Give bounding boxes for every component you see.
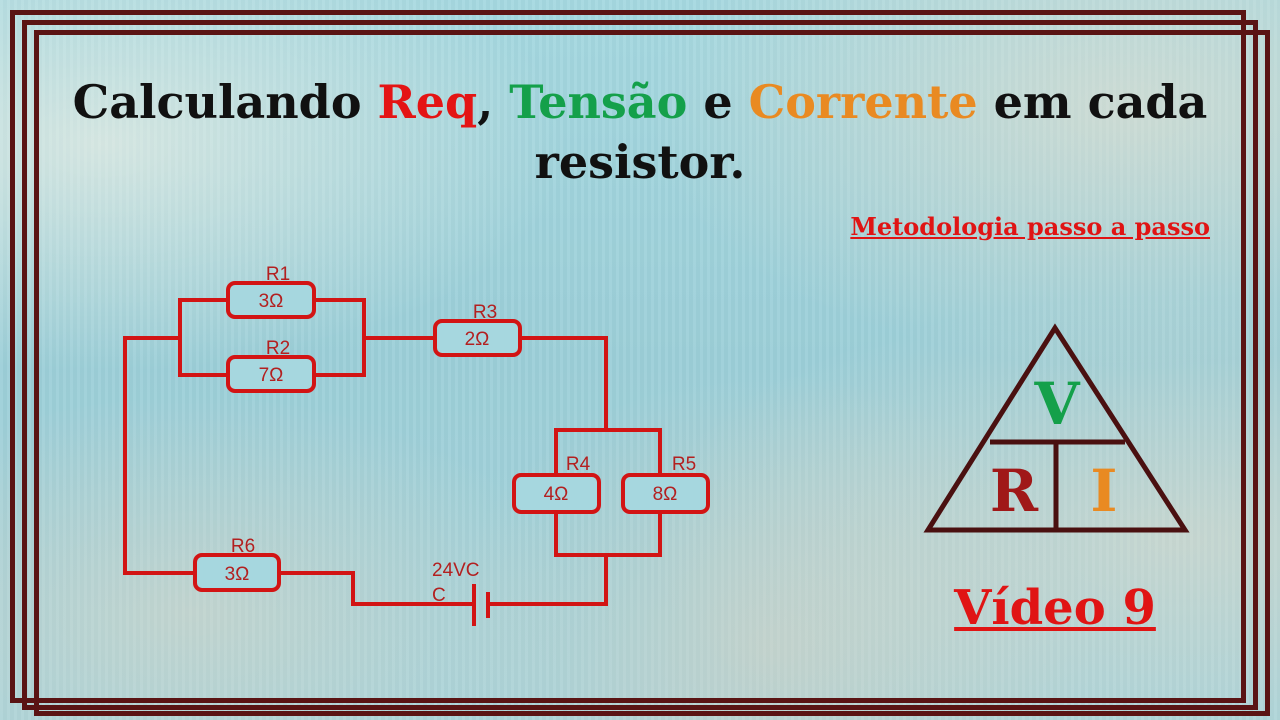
resistor-r4-body	[512, 473, 601, 514]
r2-name: R2	[266, 338, 290, 359]
title-e: e	[687, 75, 749, 129]
wire-parallel2-bottom	[554, 512, 662, 557]
r6-value: 3Ω	[225, 564, 250, 585]
wire-r6-to-source	[279, 571, 472, 606]
wire-r3-right	[520, 336, 608, 430]
resistor-r5-body	[621, 473, 710, 514]
title-text-2: em cada	[977, 75, 1208, 129]
wire-parallel-right	[314, 298, 366, 377]
title-comma: ,	[477, 75, 510, 129]
r6-name: R6	[231, 536, 255, 557]
wire-parallel-left	[178, 298, 228, 377]
source-label-line1: 24VC	[432, 560, 480, 581]
frame-outer	[10, 10, 1246, 703]
frame-inner	[34, 30, 1270, 716]
wire-to-source	[490, 555, 608, 606]
title-text-1: Calculando	[72, 75, 378, 129]
vri-triangle: V R I	[923, 323, 1190, 533]
resistor-r6-body	[193, 553, 281, 592]
r4-value: 4Ω	[544, 484, 569, 505]
frame-middle	[22, 20, 1258, 710]
wire-left-main	[123, 336, 195, 575]
title-line-2: resistor.	[534, 135, 746, 189]
source-label-line2: C	[432, 585, 446, 606]
r4-name: R4	[566, 454, 591, 475]
r2-value: 7Ω	[259, 365, 284, 386]
page-title: Calculando Req, Tensão e Corrente em cad…	[60, 72, 1220, 192]
title-tensao: Tensão	[509, 75, 688, 129]
r1-name: R1	[266, 264, 290, 285]
r1-value: 3Ω	[259, 291, 284, 312]
resistor-r1-body	[226, 281, 316, 319]
r3-value: 2Ω	[465, 329, 490, 350]
triangle-letter-i: I	[1090, 457, 1117, 525]
wire-parallel2-top	[554, 428, 662, 475]
video-label: Vídeo 9	[954, 580, 1156, 636]
title-corrente: Corrente	[748, 75, 978, 129]
resistor-r3-body	[433, 319, 522, 357]
subtitle-link: Metodologia passo a passo	[850, 212, 1210, 241]
r5-value: 8Ω	[653, 484, 678, 505]
r5-name: R5	[672, 454, 696, 475]
title-req: Req	[377, 75, 478, 129]
triangle-letter-r: R	[990, 457, 1039, 525]
resistor-r2-body	[226, 355, 316, 393]
circuit-wires	[123, 298, 662, 606]
r3-name: R3	[473, 302, 497, 323]
triangle-letter-v: V	[1033, 370, 1080, 438]
